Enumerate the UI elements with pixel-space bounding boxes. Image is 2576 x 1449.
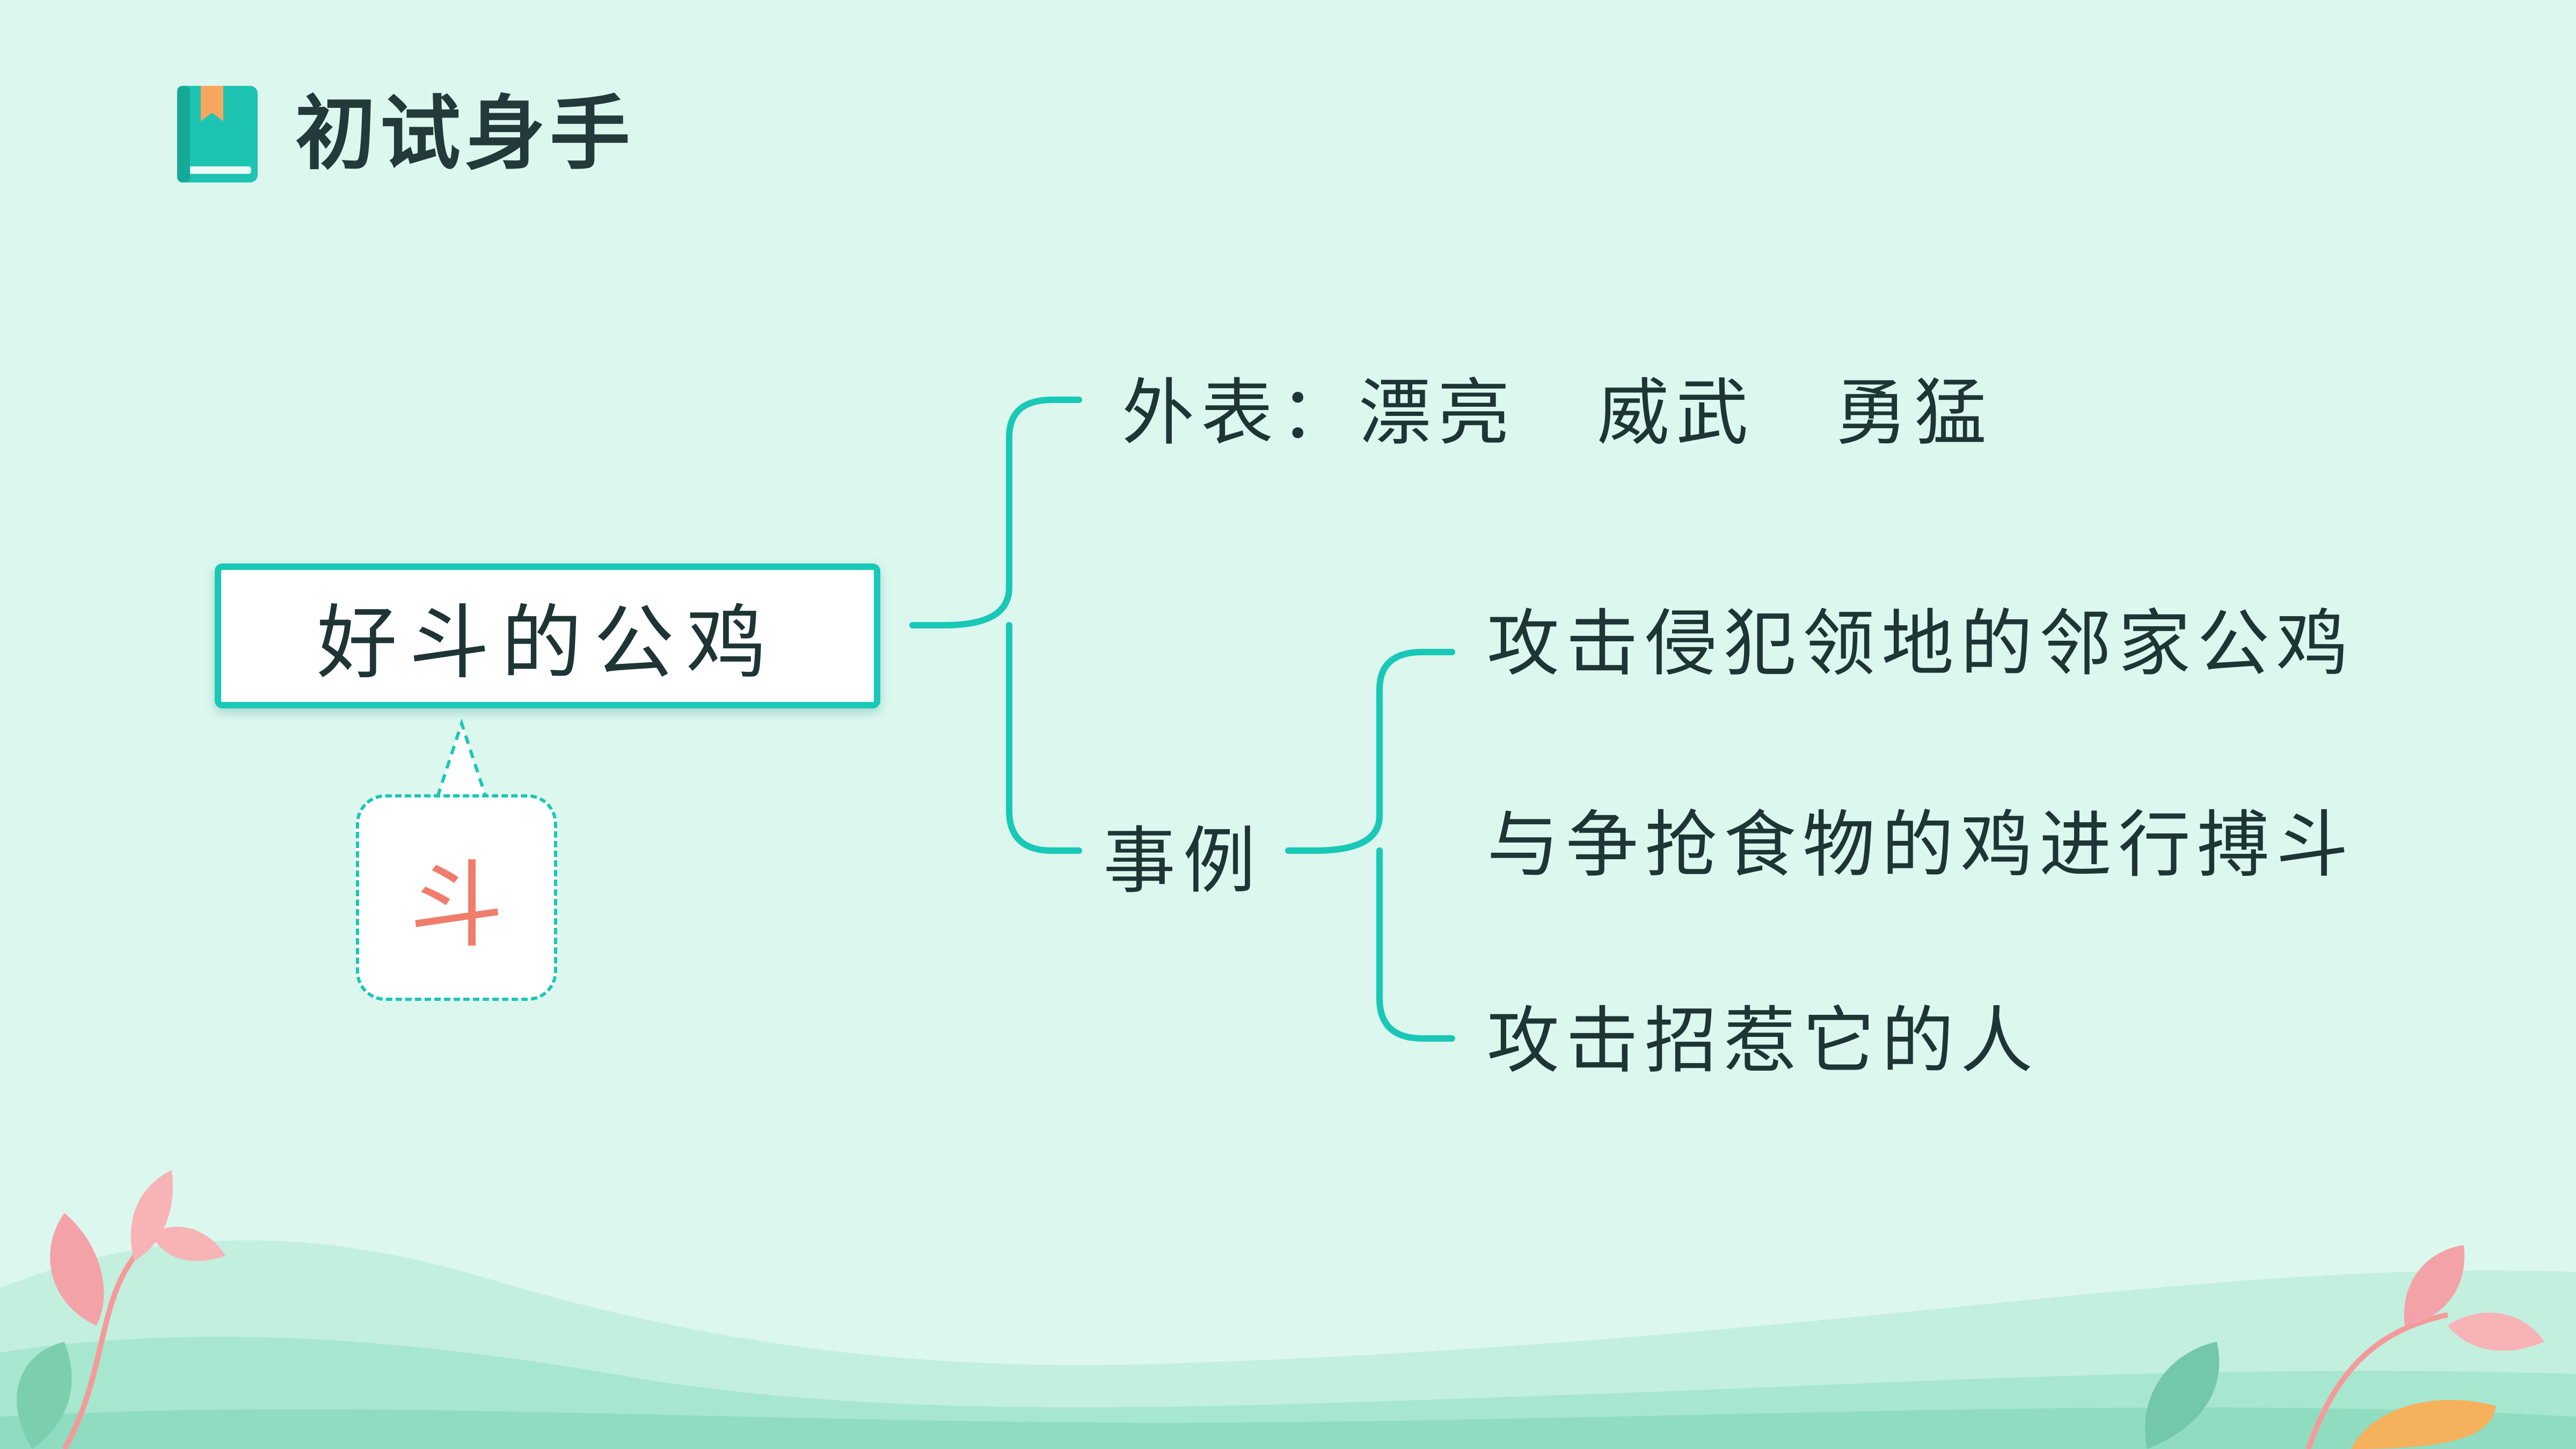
root-node: 好斗的公鸡 — [215, 564, 880, 708]
page-title: 初试身手 — [295, 87, 635, 181]
branch-appearance: 外表：漂亮威武勇猛 — [1122, 368, 1993, 459]
callout-bubble: 斗 — [356, 794, 557, 1001]
appearance-item: 威武 — [1597, 371, 1755, 455]
appearance-item: 勇猛 — [1835, 371, 1993, 455]
callout-character: 斗 — [410, 852, 503, 961]
callout-pointer — [436, 719, 487, 797]
branch-examples-label: 事例 — [1103, 819, 1263, 903]
root-label: 好斗的公鸡 — [316, 596, 778, 690]
example-item: 攻击侵犯领地的邻家公鸡 — [1487, 602, 2355, 686]
example-item: 与争抢食物的鸡进行搏斗 — [1487, 803, 2355, 887]
appearance-item: 漂亮 — [1359, 371, 1516, 455]
book-icon — [177, 86, 258, 182]
example-item: 攻击招惹它的人 — [1487, 999, 2039, 1083]
branch-appearance-label: 外表： — [1122, 371, 1359, 455]
